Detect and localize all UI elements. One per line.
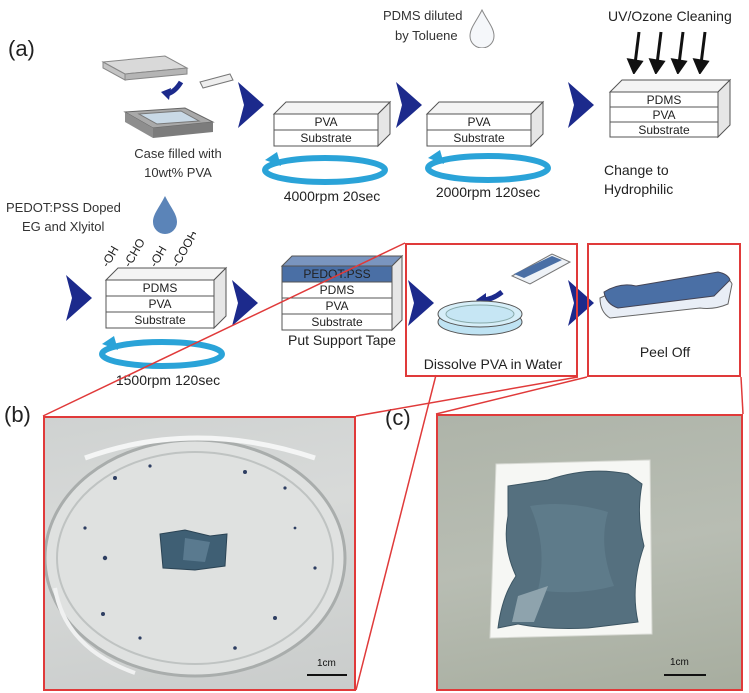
uv-rays-icon: [626, 31, 710, 74]
step4-title: UV/Ozone Cleaning: [608, 8, 732, 24]
pdms-droplet-icon: [469, 8, 495, 48]
step2-layer-pva: PVA: [314, 115, 337, 129]
pva-case-illustration: [101, 55, 234, 138]
step5-drop-line1: PEDOT:PSS Doped: [6, 200, 121, 215]
step6-layer-pedot: PEDOT:PSS: [303, 267, 370, 281]
panel-label-a: (a): [8, 36, 35, 61]
photo-b-scale-bar: [307, 674, 347, 676]
photo-c-scale-label: 1cm: [670, 657, 689, 668]
step5-drop-line2: EG and Xlyitol: [22, 219, 105, 234]
flow-arrow-4: [66, 275, 92, 321]
stack-pva-substrate-1: PVA Substrate: [272, 100, 392, 148]
step8-caption: Peel Off: [639, 344, 691, 360]
step2-layer-substrate: Substrate: [300, 131, 352, 145]
photo-c-scale-bar: [664, 674, 706, 676]
step6-layer-substrate: Substrate: [311, 315, 363, 329]
step3-drop-line1: PDMS diluted: [383, 8, 463, 23]
step7-caption: Dissolve PVA in Water: [423, 356, 563, 372]
step3-layer-substrate: Substrate: [453, 131, 505, 145]
step1-caption-line2: 10wt% PVA: [144, 165, 212, 180]
stack-pedot-pdms-pva-substrate: PEDOT:PSS PDMS PVA Substrate: [280, 254, 404, 332]
stack-pva-substrate-2: PVA Substrate: [425, 100, 545, 148]
step3-layer-pva: PVA: [467, 115, 490, 129]
step2-spin-label: 4000rpm 20sec: [283, 188, 381, 204]
step3-spin-label: 2000rpm 120sec: [435, 184, 541, 200]
photo-c-peeled-film: 1cm: [436, 414, 743, 691]
photo-b-content: [45, 435, 347, 678]
step5-layer-substrate: Substrate: [134, 313, 186, 327]
photo-b-scale-label: 1cm: [317, 658, 336, 669]
spin-arrow-1500: [99, 336, 225, 369]
flow-arrow-1: [238, 82, 264, 128]
step6-layer-pdms: PDMS: [320, 283, 355, 297]
step3-drop-line2: by Toluene: [395, 28, 458, 43]
photo-c-content: [489, 459, 653, 639]
pedot-droplet-icon: [153, 196, 177, 234]
spin-arrow-4000: [262, 152, 388, 185]
flow-arrow-7: [568, 280, 594, 326]
step5-layer-pva: PVA: [148, 297, 171, 311]
step4-layer-pdms: PDMS: [647, 93, 682, 107]
step6-caption: Put Support Tape: [288, 332, 396, 348]
step5-spin-label: 1500rpm 120sec: [115, 372, 221, 388]
flow-arrow-3: [568, 82, 594, 128]
functional-groups: -OH -CHO -OH -COOH: [98, 232, 196, 270]
stack-pdms-pva-substrate: PDMS PVA Substrate: [608, 78, 732, 139]
peeled-film-illustration: [599, 271, 733, 319]
spin-arrow-2000: [425, 150, 551, 183]
step4-layer-substrate: Substrate: [638, 123, 690, 137]
petri-dish-illustration: [437, 253, 572, 336]
peel-off-highlight-box: [587, 243, 741, 377]
panel-label-b: (b): [4, 402, 31, 427]
step6-layer-pva: PVA: [325, 299, 348, 313]
step4-caption-line1: Change to: [604, 162, 669, 178]
stack-pdms-pva-substrate-2: PDMS PVA Substrate: [104, 266, 228, 330]
flow-arrow-5: [232, 280, 258, 326]
flow-arrow-6: [408, 280, 434, 326]
step5-layer-pdms: PDMS: [143, 281, 178, 295]
photo-b-petri-dish: 1cm: [43, 416, 356, 691]
step4-caption-line2: Hydrophilic: [604, 181, 674, 197]
step4-layer-pva: PVA: [652, 108, 675, 122]
flow-arrow-2: [396, 82, 422, 128]
dissolve-highlight-box: [405, 243, 578, 377]
step1-caption-line1: Case filled with: [134, 146, 222, 161]
